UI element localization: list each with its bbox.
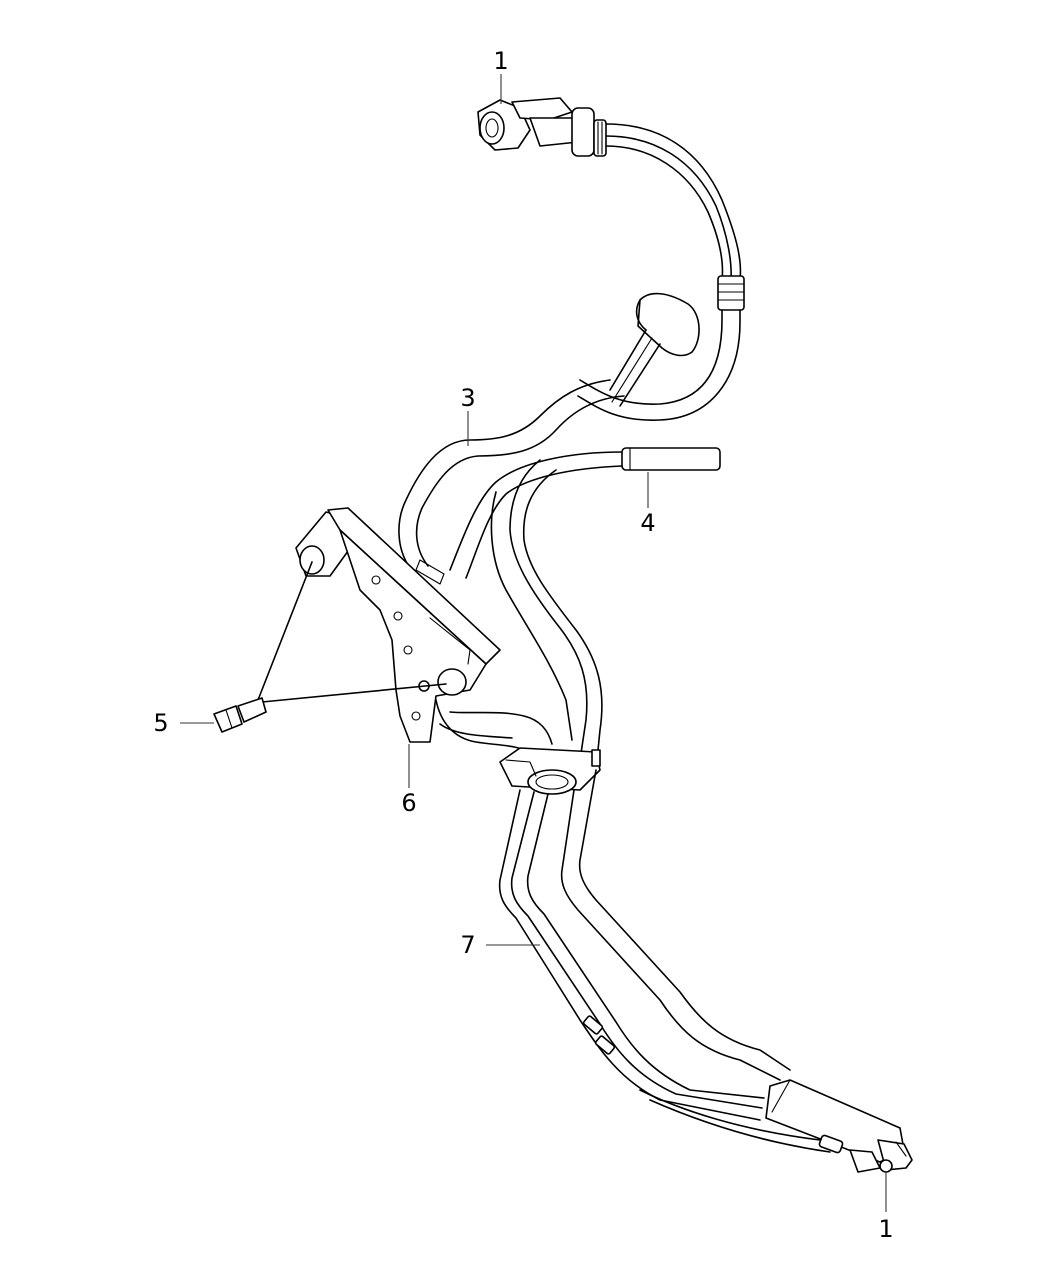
- tube-4: [449, 447, 721, 579]
- bolt-5: [213, 697, 267, 733]
- callout-1-bottom: 1: [878, 1215, 894, 1243]
- lower-hose-bundle-7: [498, 769, 831, 1153]
- callout-4: 4: [640, 509, 656, 537]
- callout-leaders: [180, 74, 887, 1212]
- callout-7: 7: [460, 931, 476, 959]
- hose-clamp: [499, 747, 601, 795]
- upper-connector: [477, 97, 607, 157]
- callout-1-top: 1: [493, 47, 509, 75]
- bracket-hose-loop: [435, 699, 553, 757]
- bolt-leaders: [257, 561, 447, 703]
- callout-3: 3: [460, 384, 476, 412]
- lower-connector: [765, 1079, 913, 1173]
- hose-3: [398, 379, 625, 569]
- callout-5: 5: [153, 709, 169, 737]
- filler-tube: [609, 292, 700, 407]
- callout-6: 6: [401, 789, 417, 817]
- bracket-6: [295, 507, 501, 743]
- upper-hose-pair: [577, 123, 745, 421]
- middle-hose: [490, 459, 603, 771]
